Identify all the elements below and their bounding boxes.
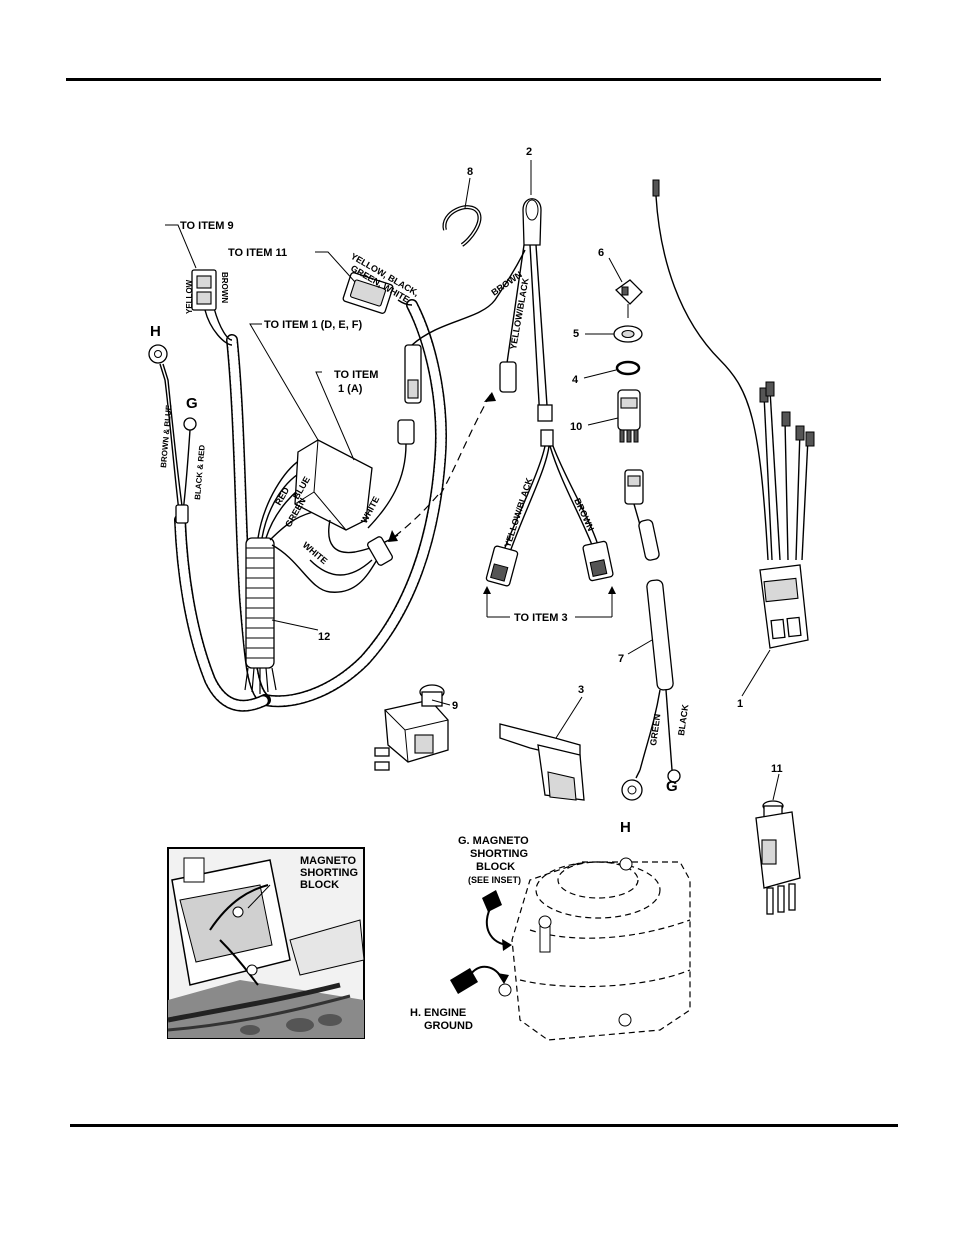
item-number-8: 8 xyxy=(467,166,473,178)
junction-block xyxy=(294,439,399,554)
item-11-switch xyxy=(755,800,801,915)
label-h-engine-2: GROUND xyxy=(424,1020,473,1032)
wire-label-brown-conn: BROWN xyxy=(220,272,229,303)
white-wire-connectors xyxy=(309,249,526,576)
item-9-switch xyxy=(374,684,449,771)
item-number-5: 5 xyxy=(573,328,579,340)
label-h-lower: H xyxy=(620,819,631,836)
label-to-item-9: TO ITEM 9 xyxy=(180,220,234,232)
switch-nut xyxy=(613,325,643,343)
wire-label-yellow: YELLOW xyxy=(185,279,194,314)
ignition-switch-body xyxy=(617,389,641,443)
label-h-top: H xyxy=(150,323,161,340)
item-number-6: 6 xyxy=(598,247,604,259)
bottom-rule xyxy=(70,1124,898,1127)
item-number-3: 3 xyxy=(578,684,584,696)
item-number-4: 4 xyxy=(572,374,579,386)
label-h-engine-1: H. ENGINE xyxy=(410,1007,466,1019)
label-to-item-1-def: TO ITEM 1 (D, E, F) xyxy=(264,319,363,331)
label-g-magneto-3: BLOCK xyxy=(476,861,515,873)
label-to-item-1a-line1: TO ITEM xyxy=(334,369,378,381)
label-g-lower: G xyxy=(666,778,678,795)
inset-photo xyxy=(167,847,365,1039)
wire-label-yellow-black-upper: YELLOW/BLACK xyxy=(508,277,531,351)
item-2-harness xyxy=(485,198,614,587)
label-to-item-1a-line2: 1 (A) xyxy=(338,383,363,395)
label-inset-magneto-1: MAGNETO xyxy=(300,855,356,867)
item-number-12: 12 xyxy=(318,631,330,643)
item-number-9: 9 xyxy=(452,700,458,712)
label-to-item-11: TO ITEM 11 xyxy=(228,247,287,259)
engine-outline xyxy=(450,857,691,1041)
lock-washer xyxy=(615,360,641,376)
ignition-key xyxy=(614,279,643,318)
ring-terminals-top xyxy=(148,344,197,524)
label-g-magneto-1: G. MAGNETO xyxy=(458,835,529,847)
wire-label-black-red: BLACK & RED xyxy=(193,444,207,500)
label-g-top: G xyxy=(186,395,198,412)
label-to-item-3: TO ITEM 3 xyxy=(514,612,568,624)
item-number-10: 10 xyxy=(570,421,582,433)
dashed-arrows xyxy=(388,391,496,542)
connector-to-item-11 xyxy=(342,272,394,314)
wire-label-white-lower: WHITE xyxy=(301,540,330,566)
main-harness xyxy=(174,299,447,712)
item-number-7: 7 xyxy=(618,653,624,665)
leader-lines xyxy=(165,160,780,801)
label-g-magneto-2: SHORTING xyxy=(470,848,528,860)
top-rule xyxy=(66,78,881,81)
item-number-1: 1 xyxy=(737,698,743,710)
to-item-3-bracket xyxy=(483,586,616,618)
wire-label-yellow-black-lower: YELLOW/BLACK xyxy=(502,476,534,549)
wire-label-black-7: BLACK xyxy=(676,703,690,736)
label-g-magneto-4: (SEE INSET) xyxy=(468,875,521,885)
label-inset-magneto-2: SHORTING xyxy=(300,867,358,879)
item-3-bracket xyxy=(499,723,585,801)
connector-to-item-9 xyxy=(191,269,217,311)
item-1-harness xyxy=(652,179,815,649)
wire-label-green-7: GREEN xyxy=(648,713,662,746)
label-inset-magneto-3: BLOCK xyxy=(300,879,339,891)
item-number-11: 11 xyxy=(771,763,783,775)
item-8-clip xyxy=(442,205,482,247)
item-7-ground-lead xyxy=(621,469,681,801)
item-number-2: 2 xyxy=(526,146,532,158)
